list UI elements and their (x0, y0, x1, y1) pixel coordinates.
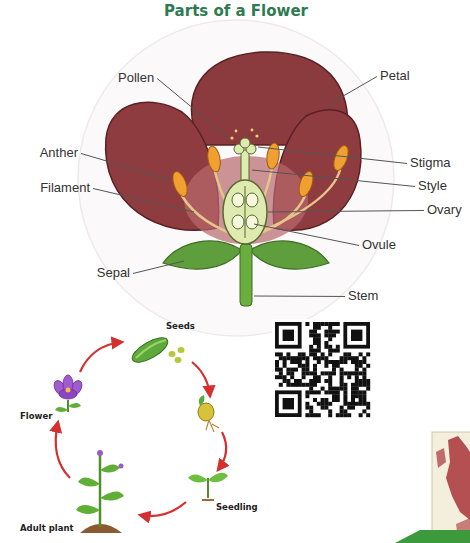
leader-line (326, 76, 377, 106)
part-label: Stigma (410, 156, 450, 171)
seeds-icon (129, 333, 185, 367)
part-label: Filament (40, 181, 90, 196)
seedling-icon (188, 473, 228, 500)
leader-line (258, 147, 407, 163)
leader-line (252, 170, 415, 186)
qr-code (272, 319, 373, 420)
leader-line (268, 210, 424, 212)
adult-plant-icon (76, 450, 124, 533)
part-label: Sepal (97, 266, 130, 281)
green-band (395, 530, 470, 543)
part-label: Anther (40, 146, 78, 161)
flower-icon (52, 375, 85, 412)
part-label: Style (418, 179, 447, 194)
leader-line (81, 153, 171, 180)
part-label: Stem (348, 289, 378, 304)
title: Parts of a Flower (164, 3, 308, 20)
leader-line (254, 296, 345, 297)
leader-line (254, 224, 359, 245)
stage-label: Adult plant (20, 524, 74, 534)
germinating-seed-icon (198, 395, 219, 432)
part-label: Ovary (427, 203, 462, 218)
stage-label: Seeds (166, 322, 195, 332)
stage-label: Flower (20, 412, 52, 422)
flower-drawing (106, 52, 361, 306)
leader-line (157, 78, 230, 139)
part-label: Petal (380, 69, 410, 84)
leader-line (133, 261, 184, 273)
part-label: Pollen (118, 71, 154, 86)
leader-line (93, 188, 194, 212)
backdrop (78, 20, 394, 336)
stage-label: Seedling (216, 503, 258, 513)
part-label: Ovule (362, 238, 396, 253)
cycle-arrows (56, 342, 226, 516)
map-fragment (432, 432, 470, 543)
